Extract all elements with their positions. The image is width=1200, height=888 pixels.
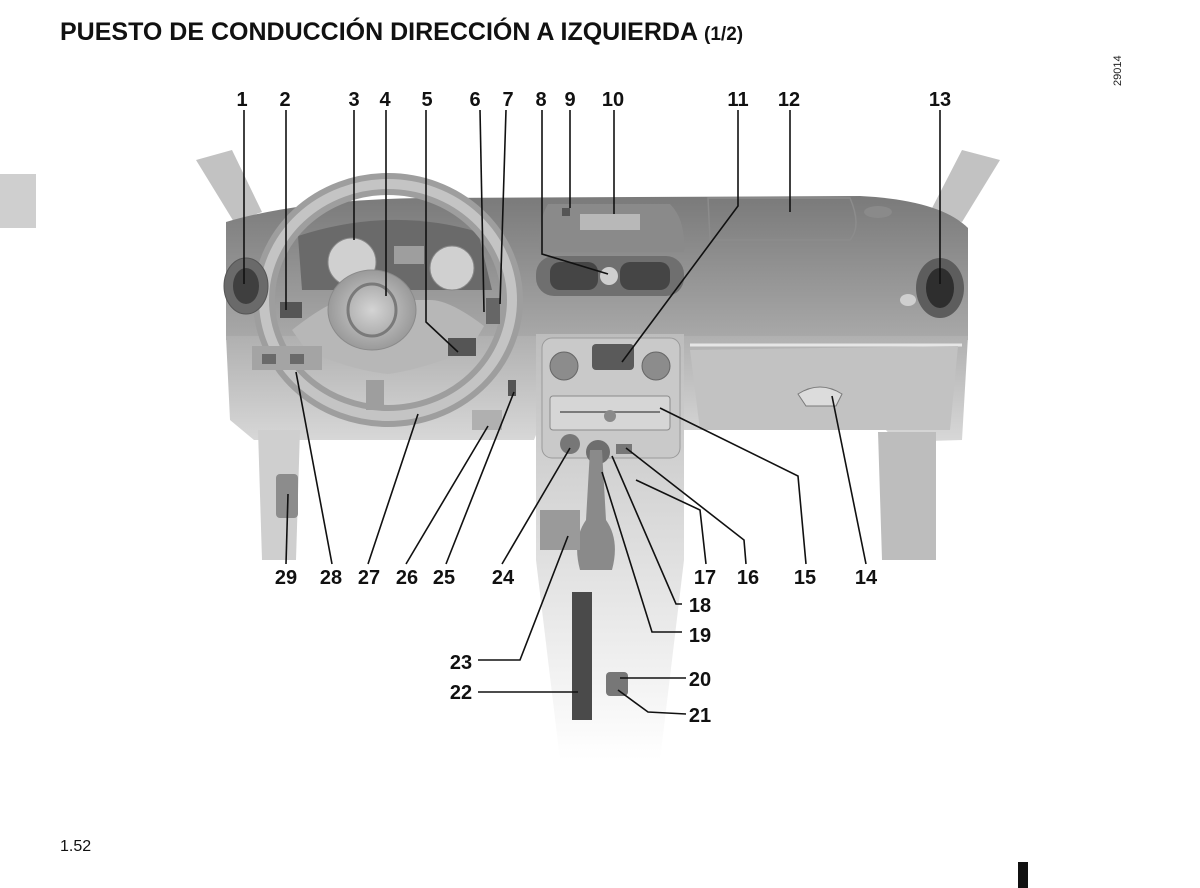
callout-14: 14 <box>855 567 878 589</box>
callout-18: 18 <box>689 595 711 617</box>
callout-26: 26 <box>396 567 418 589</box>
callout-16: 16 <box>737 567 759 589</box>
right-door-panel <box>878 432 936 560</box>
callout-2: 2 <box>279 89 290 111</box>
passenger-airbag-area <box>707 197 857 241</box>
callout-19: 19 <box>689 625 711 647</box>
left-a-pillar <box>196 150 262 222</box>
page-number: 1.52 <box>60 838 92 855</box>
callout-10: 10 <box>602 89 624 111</box>
bonnet-release <box>276 474 298 518</box>
callout-leader-lines <box>243 109 941 715</box>
callout-11: 11 <box>727 89 748 111</box>
callout-6: 6 <box>469 89 480 111</box>
callout-numbers: 1 2 3 4 5 6 7 8 9 10 11 12 13 14 15 16 1… <box>236 89 951 727</box>
callout-9: 9 <box>564 89 575 111</box>
gear-lever <box>577 450 615 570</box>
callout-4: 4 <box>379 89 391 111</box>
callout-15: 15 <box>794 567 816 589</box>
callout-27: 27 <box>358 567 380 589</box>
callout-17: 17 <box>694 567 716 589</box>
page-title: PUESTO DE CONDUCCIÓN DIRECCIÓN A IZQUIER… <box>60 18 743 47</box>
title-text: PUESTO DE CONDUCCIÓN DIRECCIÓN A IZQUIER… <box>60 18 698 46</box>
title-part-indicator: (1/2) <box>704 24 744 45</box>
section-tab-marker <box>0 174 36 228</box>
callout-20: 20 <box>689 669 711 691</box>
callout-22: 22 <box>450 682 472 704</box>
callout-23: 23 <box>450 652 472 674</box>
callout-21: 21 <box>689 705 711 727</box>
callout-28: 28 <box>320 567 342 589</box>
callout-13: 13 <box>929 89 951 111</box>
callout-25: 25 <box>433 567 455 589</box>
callout-5: 5 <box>421 89 432 111</box>
callout-29: 29 <box>275 567 297 589</box>
callout-24: 24 <box>492 567 515 589</box>
right-a-pillar <box>930 150 1000 222</box>
callout-1: 1 <box>236 89 247 111</box>
callout-3: 3 <box>348 89 359 111</box>
callout-8: 8 <box>535 89 546 111</box>
callout-12: 12 <box>778 89 800 111</box>
section-edge-marker <box>1018 862 1028 888</box>
handbrake-lever <box>572 592 592 720</box>
callout-7: 7 <box>502 89 513 111</box>
